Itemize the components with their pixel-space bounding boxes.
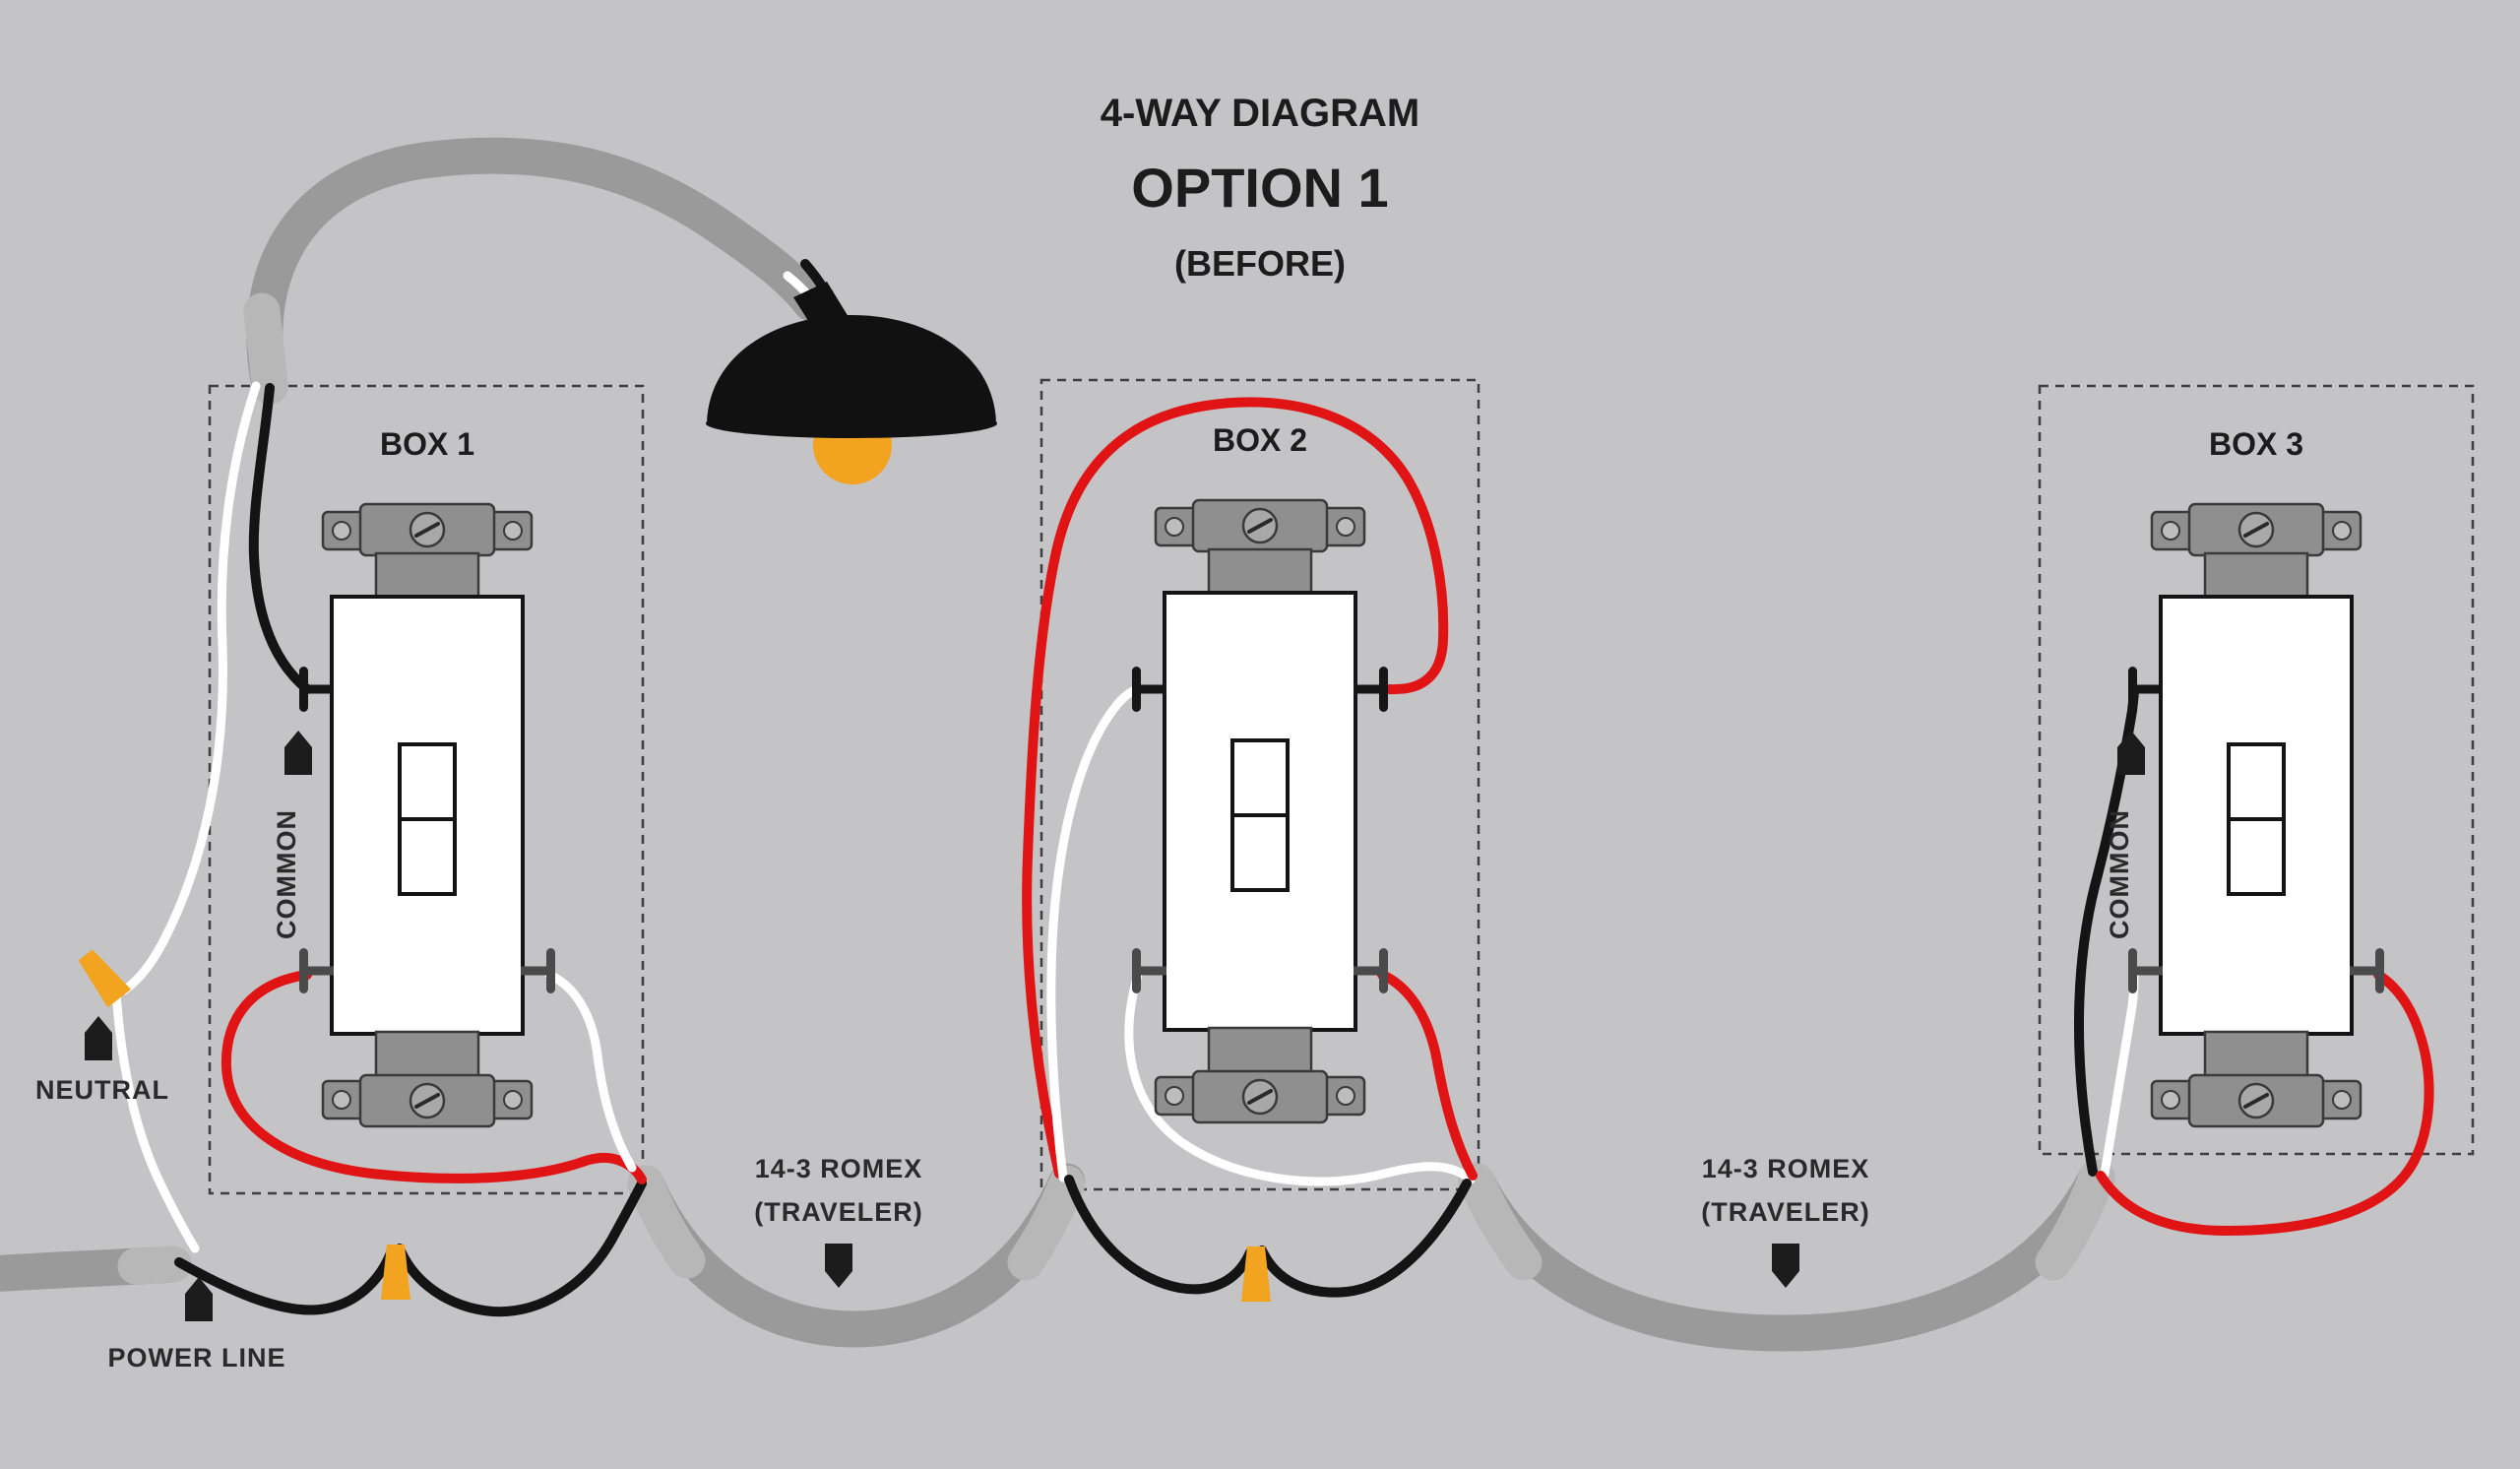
title-line-2: OPTION 1 bbox=[1131, 157, 1388, 219]
box2-outline bbox=[1040, 378, 1480, 1191]
wire-red-box1-traveler bbox=[220, 970, 647, 1184]
wire-black-lamp-to-common1 bbox=[248, 383, 312, 694]
common1-label: COMMON bbox=[272, 809, 301, 939]
wirenut-neutral bbox=[73, 945, 132, 1008]
wire-red-box3 bbox=[2096, 970, 2434, 1237]
neutral-label: NEUTRAL bbox=[35, 1075, 169, 1105]
lamp-cable-tip bbox=[243, 292, 288, 405]
wire-red-box2-bottom bbox=[1377, 970, 1478, 1181]
title-line-3: (BEFORE) bbox=[1174, 243, 1346, 284]
terminal-sw2-top-left bbox=[1132, 667, 1166, 712]
terminal-sw2-bottom-left bbox=[1132, 948, 1166, 993]
neutral-arrow-icon bbox=[85, 1016, 112, 1060]
wire-black-traveler1-to-nut2 bbox=[1064, 1175, 1255, 1295]
traveler-cable-2 bbox=[1458, 1159, 2115, 1352]
lamp-cable bbox=[246, 137, 830, 405]
traveler-cable-2-tip-left bbox=[1458, 1163, 1543, 1281]
terminal-sw1-left bbox=[299, 948, 334, 993]
power-line-label: POWER LINE bbox=[107, 1343, 285, 1373]
wire-white-box2-up bbox=[1046, 684, 1143, 1182]
romex1-label-line2: (TRAVELER) bbox=[754, 1197, 923, 1227]
wire-black-power-to-nut1 bbox=[174, 1245, 397, 1315]
box2-label: BOX 2 bbox=[1213, 422, 1307, 458]
wire-white-box2-bottom bbox=[1124, 970, 1476, 1186]
romex2-label-line2: (TRAVELER) bbox=[1701, 1197, 1870, 1227]
switch-1 bbox=[321, 502, 534, 1128]
romex2-label-line1: 14-3 ROMEX bbox=[1702, 1154, 1870, 1183]
power-cable-tip bbox=[117, 1245, 192, 1285]
common1-arrow-icon bbox=[284, 731, 312, 775]
terminal-sw2-top-right bbox=[1354, 667, 1388, 712]
romex1-label-line1: 14-3 ROMEX bbox=[755, 1154, 923, 1183]
title-line-1: 4-WAY DIAGRAM bbox=[1101, 92, 1420, 135]
terminal-sw3-left bbox=[2128, 948, 2163, 993]
wire-white-box1-traveler bbox=[544, 970, 637, 1173]
lamp-shade bbox=[707, 315, 996, 423]
box1-outline bbox=[208, 384, 645, 1195]
switch-3 bbox=[2150, 502, 2362, 1128]
romex1-arrow-icon bbox=[825, 1244, 852, 1288]
common3-label: COMMON bbox=[2105, 809, 2134, 939]
terminal-sw2-bottom-right bbox=[1354, 948, 1388, 993]
romex2-arrow-icon bbox=[1772, 1244, 1799, 1288]
wire-white-lamp-to-neutral-nut bbox=[119, 381, 261, 995]
terminal-sw3-common bbox=[2128, 667, 2163, 712]
traveler-cable-2-tip-right bbox=[2035, 1159, 2115, 1281]
traveler-cable-1-tip-left bbox=[627, 1165, 706, 1279]
lamp-shade-rim bbox=[706, 409, 997, 438]
wire-red-box2-arc bbox=[1022, 397, 1449, 1179]
switch-2 bbox=[1154, 498, 1366, 1124]
wire-black-nut1-to-traveler1 bbox=[395, 1179, 647, 1317]
wire-black-nut2-to-traveler2 bbox=[1257, 1179, 1472, 1298]
power-arrow-icon bbox=[185, 1277, 213, 1321]
wire-white-box3 bbox=[2100, 968, 2139, 1179]
terminal-sw1-common bbox=[299, 667, 334, 712]
box3-label: BOX 3 bbox=[2209, 426, 2303, 462]
wire-white-power-to-neutral-nut bbox=[111, 988, 200, 1253]
traveler-cable-1-tip-right bbox=[1007, 1165, 1086, 1281]
common3-arrow-icon bbox=[2117, 731, 2145, 775]
terminal-sw3-right bbox=[2350, 948, 2384, 993]
box1-label: BOX 1 bbox=[380, 426, 474, 462]
box3-outline bbox=[2038, 384, 2475, 1156]
terminal-sw1-right bbox=[521, 948, 555, 993]
